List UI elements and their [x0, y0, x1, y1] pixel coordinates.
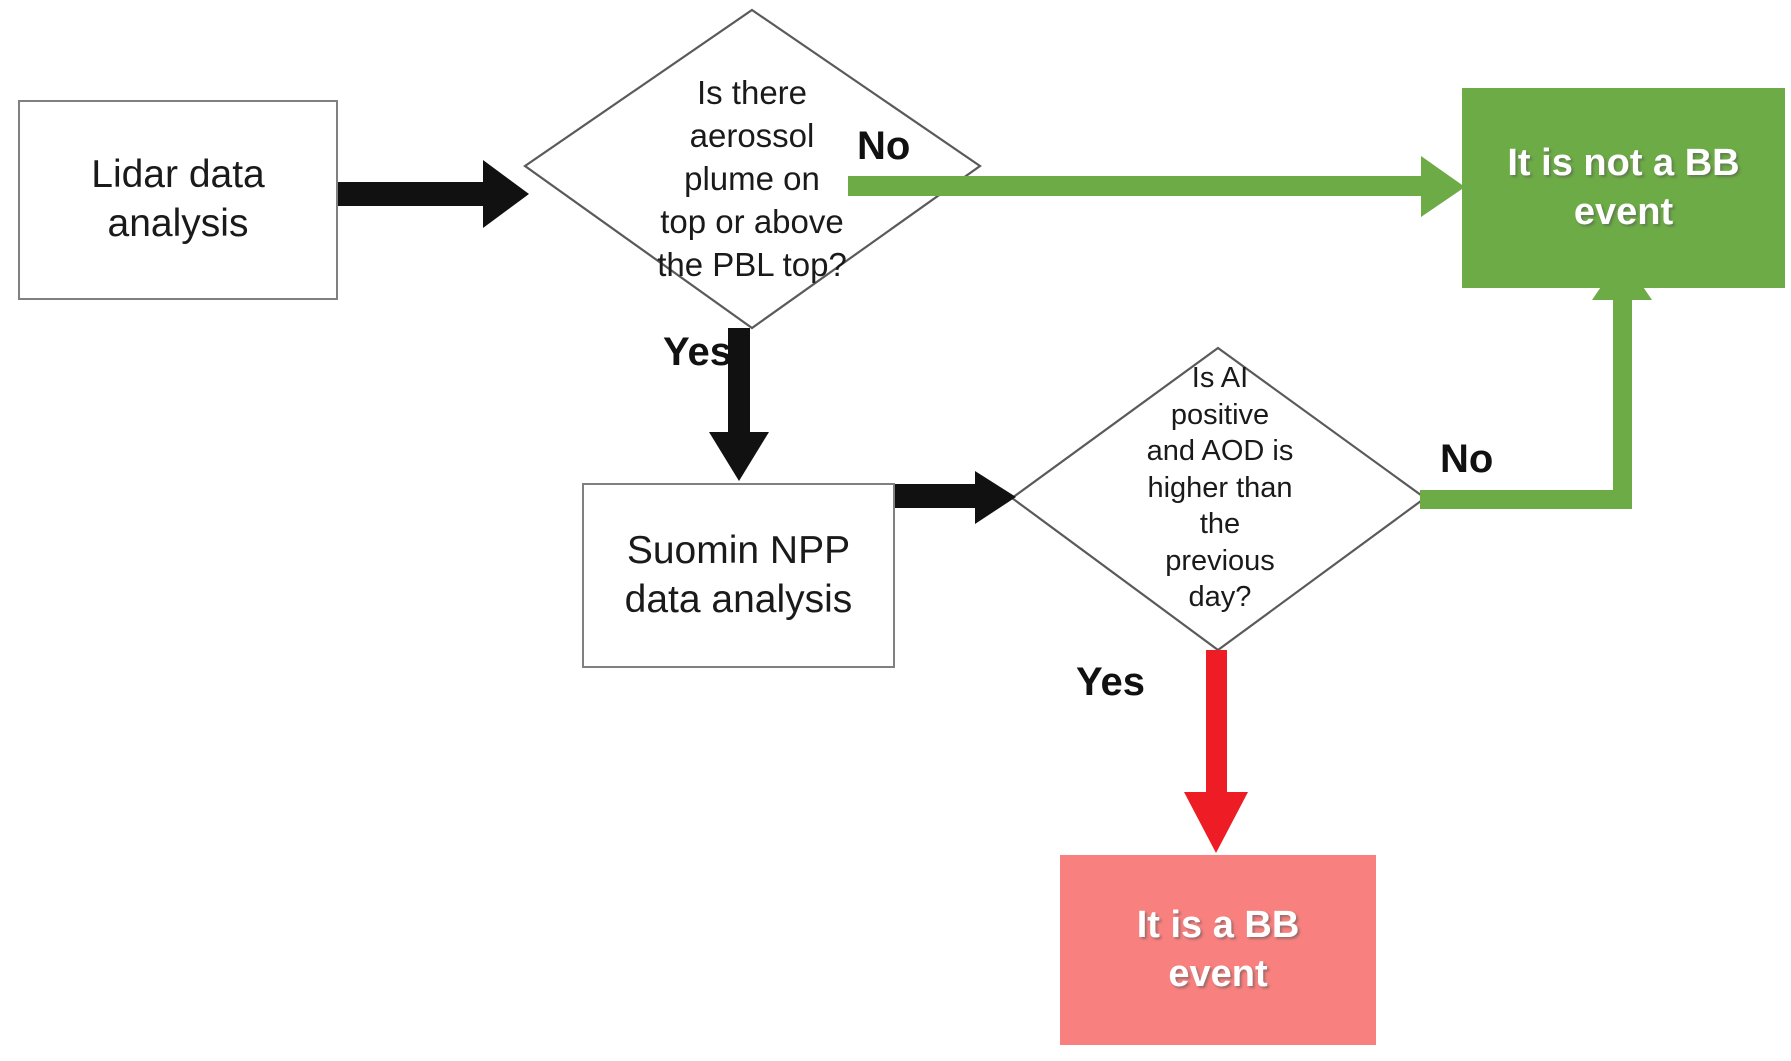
decision-diamond-2-shape[interactable]: [1010, 346, 1427, 652]
node-not-bb-event[interactable]: It is not a BB event: [1462, 88, 1785, 288]
edge-label-no-from-diamond-1: No: [857, 124, 911, 168]
node-lidar-data-analysis-label: Lidar data analysis: [91, 153, 265, 245]
edge-label-yes-from-diamond-2: Yes: [1076, 660, 1145, 704]
node-suomin-npp-data-analysis[interactable]: Suomin NPP data analysis: [582, 483, 895, 668]
node-suomin-npp-data-analysis-label: Suomin NPP data analysis: [624, 528, 853, 621]
node-is-bb-event-label: It is a BB event: [1136, 903, 1300, 995]
node-not-bb-event-label: It is not a BB event: [1507, 141, 1740, 233]
edge-label-no-from-diamond-2: No: [1440, 437, 1494, 481]
edge-diamond1-no-to-not-bb: [848, 156, 1465, 217]
edge-diamond1-yes-to-suomin: [709, 328, 769, 481]
decision-diamond-1-shape[interactable]: [523, 8, 982, 330]
node-lidar-data-analysis[interactable]: Lidar data analysis: [18, 100, 338, 300]
edge-lidar-to-diamond1: [338, 160, 529, 228]
edge-suomin-to-diamond2: [895, 471, 1016, 524]
node-is-bb-event[interactable]: It is a BB event: [1060, 855, 1376, 1045]
edge-diamond2-no-to-not-bb: [1420, 256, 1652, 509]
edge-label-yes-from-diamond-1: Yes: [663, 330, 732, 374]
edge-diamond2-yes-to-is-bb: [1184, 650, 1248, 853]
